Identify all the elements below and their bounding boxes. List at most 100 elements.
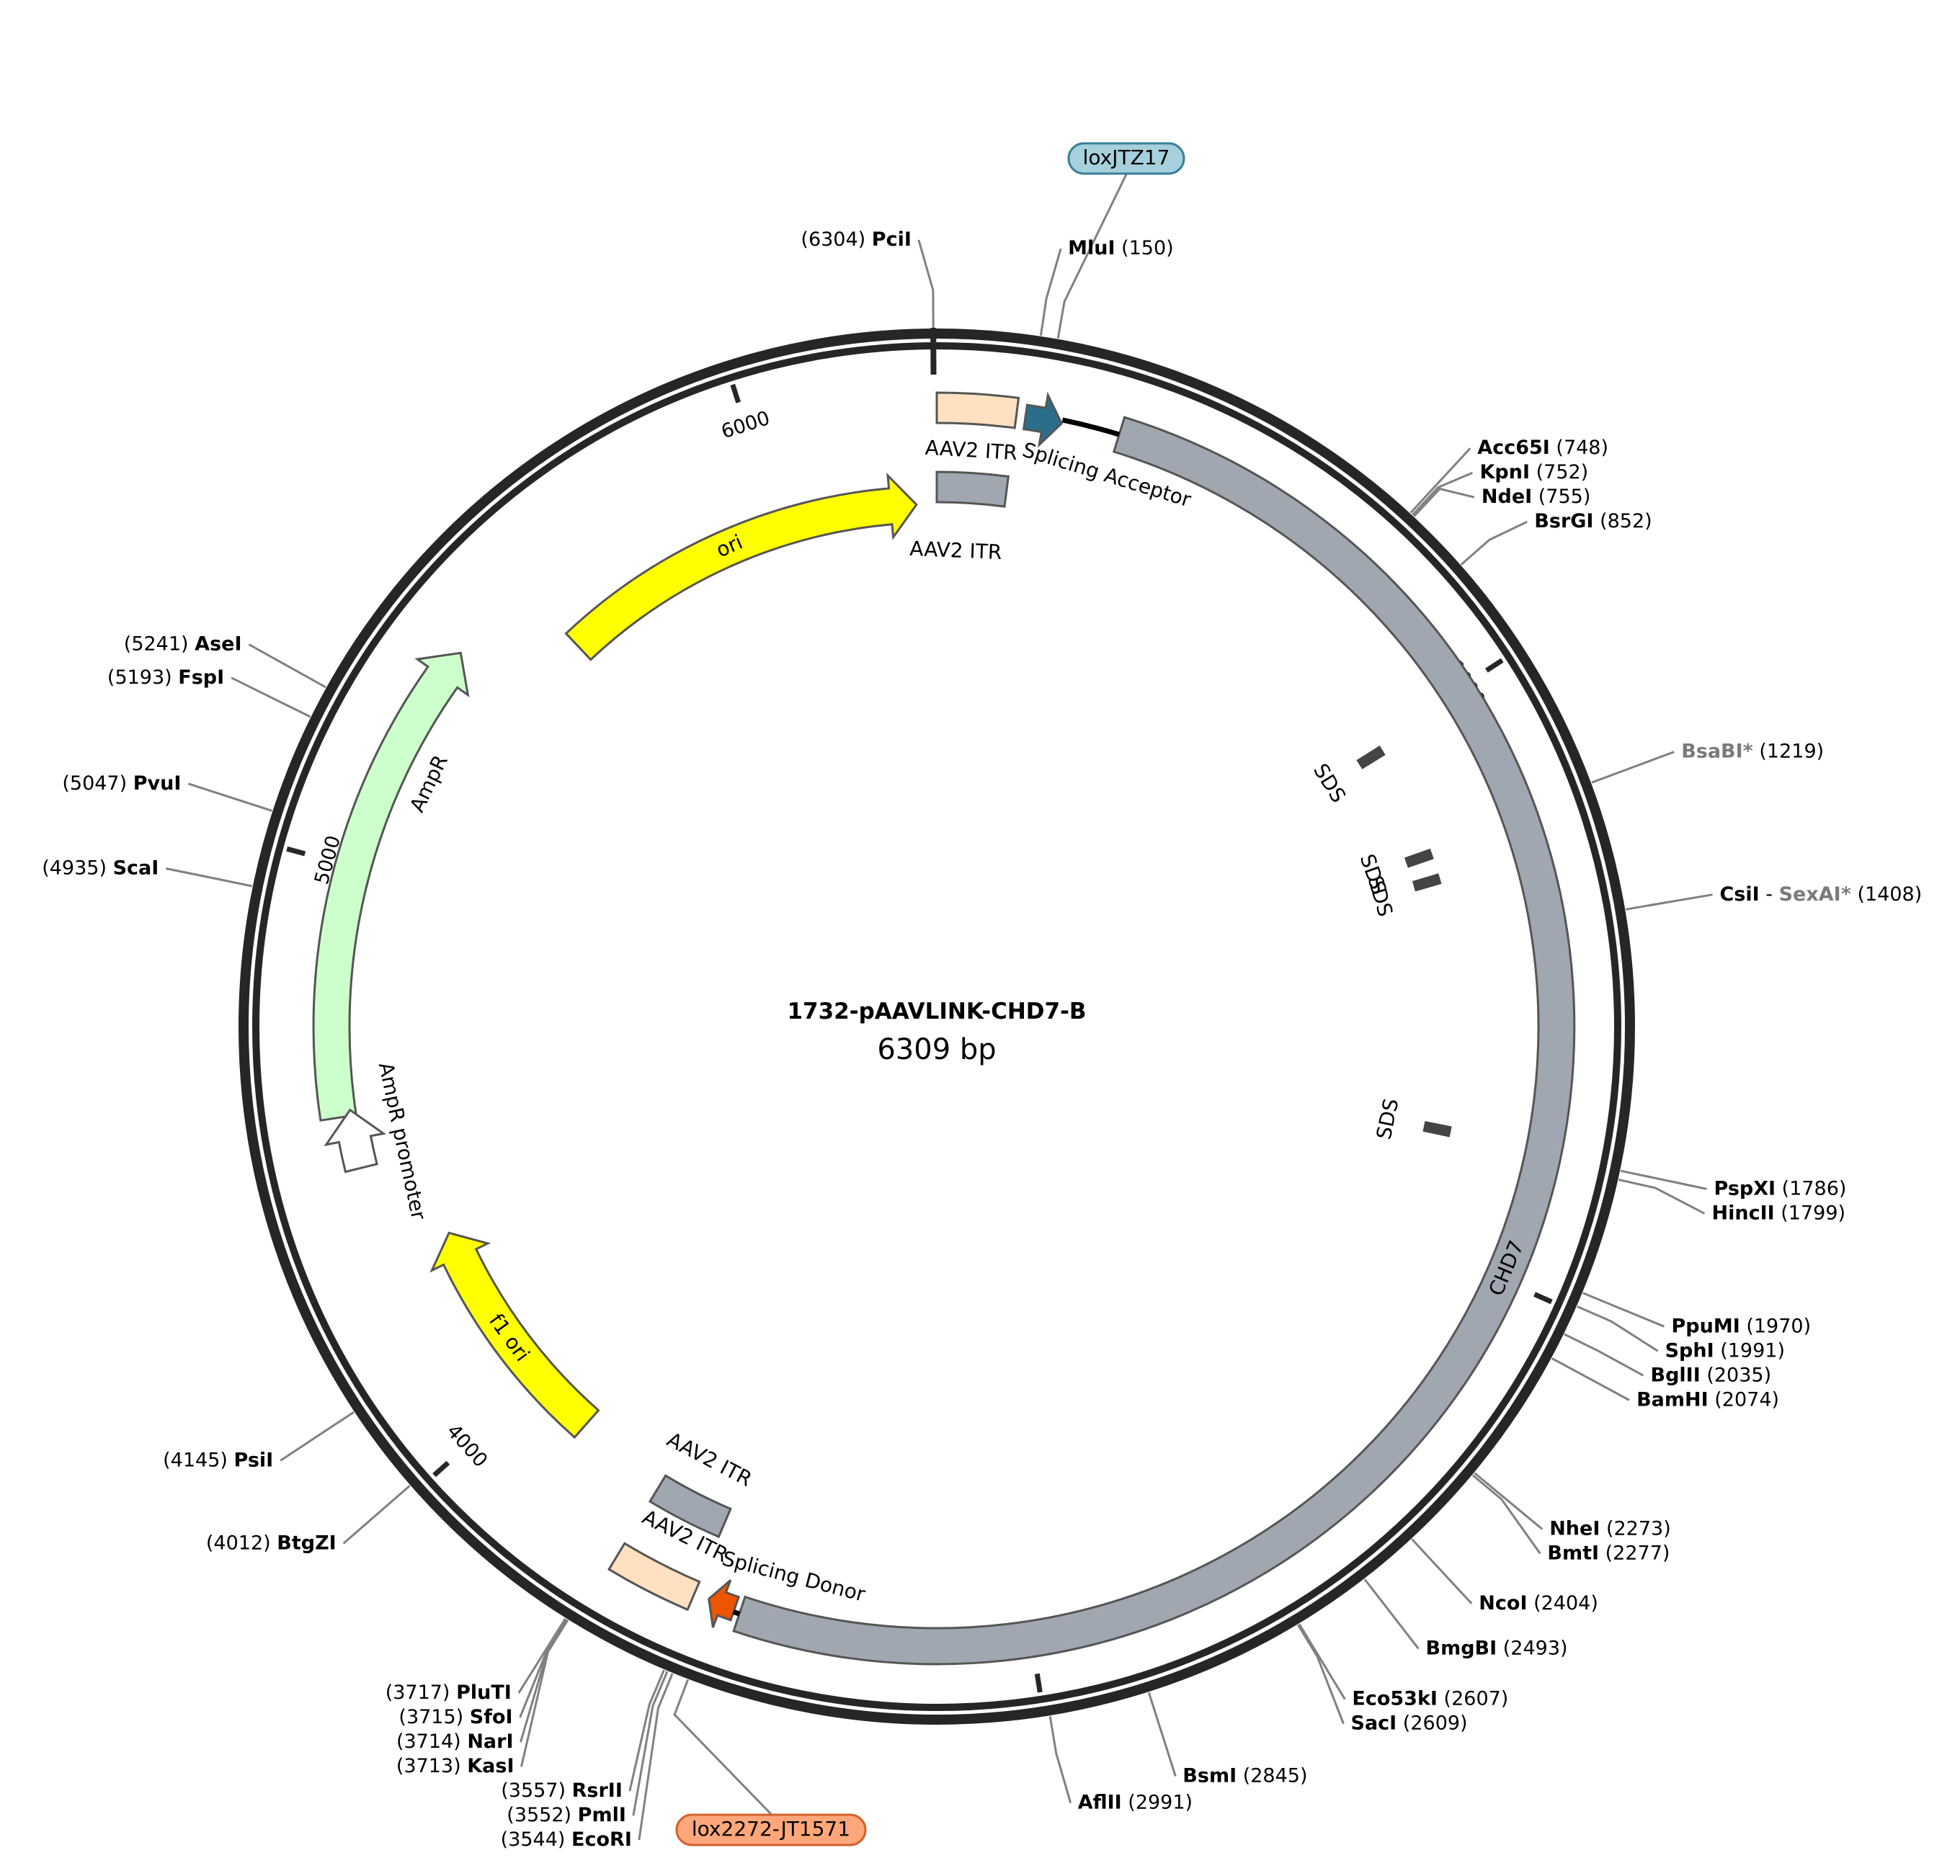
leader-bglii bbox=[1564, 1333, 1644, 1377]
site-eco53ki: Eco53kI (2607) bbox=[1352, 1687, 1508, 1710]
site-position: (852) bbox=[1593, 510, 1652, 532]
chd7-feature bbox=[732, 416, 1576, 1666]
site-saci: SacI (2609) bbox=[1351, 1712, 1468, 1734]
leader-kasi bbox=[520, 1620, 569, 1767]
site-nhei: NheI (2273) bbox=[1549, 1517, 1671, 1540]
site-ncoi: NcoI (2404) bbox=[1479, 1591, 1598, 1614]
splicing-donor-feature bbox=[708, 1579, 741, 1628]
tick-5000 bbox=[286, 846, 306, 857]
site-name: Acc65I bbox=[1477, 437, 1550, 459]
site-scai: (4935) ScaI bbox=[42, 857, 159, 879]
site-position: (3714) bbox=[396, 1730, 467, 1753]
leader-ppumi bbox=[1582, 1292, 1665, 1328]
site-position: (2607) bbox=[1438, 1687, 1508, 1710]
site-position: (4012) bbox=[206, 1532, 277, 1554]
site-psii: (4145) PsiI bbox=[163, 1449, 273, 1471]
site-name: BamHI bbox=[1636, 1388, 1709, 1411]
site-name: KpnI bbox=[1480, 461, 1531, 483]
site-position: (3544) bbox=[501, 1828, 571, 1851]
tag-label-lox2272-jt1571: lox2272-JT1571 bbox=[692, 1817, 850, 1841]
leader-ndei bbox=[1413, 487, 1475, 517]
sds-2-mark-1 bbox=[1406, 853, 1434, 868]
site-ppumi: PpuMI (1970) bbox=[1672, 1315, 1812, 1337]
site-position: (1991) bbox=[1714, 1339, 1785, 1362]
site-name: BtgZI bbox=[277, 1532, 336, 1554]
ori-feature bbox=[564, 472, 918, 661]
site-asei: (5241) AseI bbox=[124, 633, 242, 655]
site-btgzi: (4012) BtgZI bbox=[206, 1532, 337, 1554]
site-position: (2991) bbox=[1122, 1791, 1193, 1813]
leader-fspi bbox=[231, 676, 311, 718]
site-position: (2404) bbox=[1528, 1591, 1598, 1614]
site-position: (5193) bbox=[107, 666, 178, 688]
leader-scai bbox=[166, 867, 253, 888]
site-name: SphI bbox=[1665, 1339, 1714, 1362]
tick-1000 bbox=[1484, 658, 1504, 673]
site-name: Eco53kI bbox=[1352, 1687, 1438, 1710]
leader-csii bbox=[1626, 893, 1713, 911]
leader-acc65i bbox=[1409, 447, 1471, 514]
tag-leader-lox2272-jt1571 bbox=[673, 1679, 772, 1815]
site-name: PpuMI bbox=[1672, 1315, 1740, 1337]
backbone-outer-circle bbox=[239, 329, 1635, 1725]
site-name: ScaI bbox=[113, 857, 159, 879]
sds-4-mark-0 bbox=[1423, 1121, 1452, 1133]
splicing-acceptor-feature bbox=[1022, 391, 1064, 448]
leader-mlui bbox=[1039, 248, 1062, 336]
site-position: (2845) bbox=[1237, 1764, 1307, 1787]
leader-bmti bbox=[1471, 1474, 1541, 1555]
site-pluti: (3717) PluTI bbox=[386, 1681, 512, 1704]
site-position: (4145) bbox=[163, 1449, 233, 1471]
sds-1-mark-0 bbox=[1356, 745, 1383, 765]
leader-bamhi bbox=[1551, 1357, 1630, 1401]
site-bamhi: BamHI (2074) bbox=[1636, 1388, 1779, 1411]
leader-asei bbox=[248, 643, 326, 689]
leader-pcii bbox=[917, 239, 935, 329]
tag-labels: loxJTZ17 lox2272-JT1571 bbox=[675, 142, 1185, 1846]
center-title: 1732-pAAVLINK-CHD7-B 6309 bp bbox=[787, 999, 1086, 1066]
site-ecori: (3544) EcoRI bbox=[501, 1828, 632, 1851]
site-name: AseI bbox=[195, 633, 241, 655]
site-position: (150) bbox=[1115, 237, 1173, 259]
leader-bsmi bbox=[1147, 1692, 1177, 1777]
site-kpni: KpnI (752) bbox=[1480, 461, 1589, 483]
site-sfoi: (3715) SfoI bbox=[398, 1706, 512, 1728]
leader-aflii bbox=[1048, 1715, 1072, 1804]
tick-3000 bbox=[1034, 1673, 1043, 1693]
leader-ncoi bbox=[1411, 1538, 1473, 1604]
tag-box-loxjtz17 bbox=[1067, 142, 1185, 175]
leader-sphi bbox=[1577, 1305, 1659, 1352]
site-position: (1786) bbox=[1776, 1177, 1846, 1200]
site-name: BsrGI bbox=[1534, 510, 1593, 532]
site-bmti: BmtI (2277) bbox=[1547, 1542, 1670, 1564]
site-name: NdeI bbox=[1482, 486, 1532, 508]
leader-pmli bbox=[632, 1671, 669, 1816]
site-mlui: MluI (150) bbox=[1068, 237, 1174, 259]
site-kasi: (3713) KasI bbox=[396, 1755, 514, 1777]
backbone-ring bbox=[239, 329, 1635, 1725]
site-leader-lines bbox=[166, 174, 1713, 1841]
site-rsrii: (3557) RsrII bbox=[501, 1779, 623, 1802]
site-name: BmtI bbox=[1547, 1542, 1599, 1564]
site-name: PsiI bbox=[234, 1449, 274, 1471]
leader-btgzi bbox=[342, 1485, 411, 1545]
leader-bsrgi bbox=[1460, 520, 1528, 566]
site-position: (2273) bbox=[1600, 1517, 1670, 1540]
aav2-itr-bottom-inner-feature bbox=[648, 1474, 732, 1539]
tag-leader-loxjtz17 bbox=[1056, 174, 1128, 339]
aav2-itr-bottom-outer-feature bbox=[607, 1542, 701, 1612]
tag-label-loxjtz17: loxJTZ17 bbox=[1083, 146, 1170, 169]
site-position: (3557) bbox=[501, 1779, 571, 1802]
site-name: RsrII bbox=[572, 1779, 623, 1802]
plasmid-name: 1732-pAAVLINK-CHD7-B bbox=[787, 999, 1086, 1024]
leader-nhei bbox=[1474, 1472, 1544, 1530]
site-position: (4935) bbox=[42, 857, 112, 879]
leader-rsrii bbox=[628, 1669, 665, 1792]
site-name: BsmI bbox=[1182, 1764, 1237, 1787]
site-fspi: (5193) FspI bbox=[107, 666, 224, 688]
leader-hincii bbox=[1618, 1179, 1706, 1215]
site-name: AflII bbox=[1078, 1791, 1122, 1813]
tag-box-lox2272-jt1571 bbox=[675, 1813, 867, 1846]
site-aflii: AflII (2991) bbox=[1078, 1791, 1193, 1813]
